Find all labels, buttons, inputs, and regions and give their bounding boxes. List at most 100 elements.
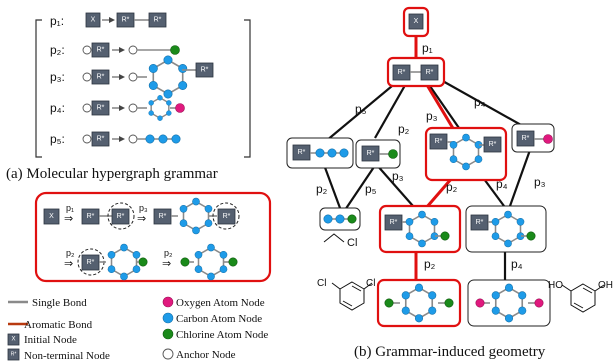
nonterminal-symbol: R* [398, 69, 406, 76]
rule-p5-label: p₅: [50, 132, 65, 146]
caption-b: (b) Grammar-induced geometry [354, 344, 546, 360]
nonterminal-symbol: R* [122, 17, 130, 24]
initial-node-icon [85, 12, 101, 28]
graph-node-initial: X [402, 6, 430, 38]
carbon-swatch [162, 312, 174, 324]
caption-a: (a) Molecular hypergraph grammar [6, 166, 218, 182]
graph-node-r-propyl: R* [286, 137, 354, 169]
edge-label-p3: p₃ [426, 109, 438, 123]
nonterminal-symbol: R* [367, 150, 375, 157]
graph-node-rr: R* R* [386, 56, 446, 88]
edge-label-p5: p₅ [355, 102, 367, 116]
edge-label-p3c: p₃ [534, 175, 546, 189]
initial-node-symbol: X [49, 213, 54, 220]
graph-node-r-o: R* [511, 123, 555, 153]
anchor-node [128, 134, 138, 144]
anchor-node [82, 103, 92, 113]
derivation-p2a-label: p₂ [66, 248, 75, 258]
legend-carbon: Carbon Atom Node [176, 313, 262, 325]
initial-node-symbol: X [11, 337, 15, 343]
svg-text:⇒: ⇒ [137, 213, 146, 225]
legend-single-bond: Single Bond [32, 297, 87, 309]
chlorine-atom-node [170, 45, 180, 55]
svg-text:⇒: ⇒ [162, 258, 171, 270]
nonterminal-symbol: R* [97, 136, 105, 143]
nonterminal-symbol: R* [426, 69, 434, 76]
initial-node-symbol: X [414, 18, 419, 25]
hydroxyl-label: HO [548, 280, 563, 291]
anchor-node [128, 45, 138, 55]
nonterminal-symbol: R* [87, 213, 95, 220]
nonterminal-node-icon [148, 12, 167, 28]
carbon-atom-node [158, 134, 168, 144]
oxygen-atom-node [175, 103, 185, 113]
rule-p2: p₂: R* [50, 42, 180, 58]
graph-node-dichlorobenzene [376, 278, 462, 328]
skeletal-resorcinol [561, 283, 605, 313]
derivation-p2b-label: p₂ [164, 248, 173, 258]
nonterminal-symbol: R* [117, 213, 125, 220]
nonterminal-symbol: R* [201, 67, 209, 74]
nonterminal-symbol: R* [97, 74, 105, 81]
chlorine-label: Cl [317, 278, 326, 289]
anchor-node [82, 72, 92, 82]
graph-node-r-ring-o: R* [465, 205, 547, 253]
initial-node-swatch-icon [7, 333, 20, 346]
nonterminal-symbol: R* [11, 352, 17, 358]
legend: Single Bond Aromatic Bond X Initial Node… [7, 296, 268, 362]
nonterminal-node-icon [91, 69, 110, 85]
nonterminal-symbol: R* [159, 213, 167, 220]
legend-nonterminal-node: Non-terminal Node [24, 350, 110, 362]
legend-chlorine: Chlorine Atom Node [176, 329, 268, 341]
geometry-graph: p₁ p₅ p₃ p₄ p₂ p₂ p₅ p₃ p₂ p₄ p₃ p₂ p₄ X… [286, 6, 613, 360]
nonterminal-node-icon [91, 100, 110, 116]
rule-p1: p₁: X R* R* [50, 12, 167, 28]
svg-text:⇒: ⇒ [64, 213, 73, 225]
edge-label-p2b: p₂ [316, 182, 328, 196]
chlorine-label: Cl [366, 278, 375, 289]
rule-p3: p₃: R* R* [50, 55, 214, 99]
rule-p2-label: p₂: [50, 43, 65, 57]
nonterminal-node-swatch-icon [7, 348, 20, 361]
legend-anchor: Anchor Node [176, 349, 236, 361]
grammar-panel: p₁: X R* R* p₂: R* p₃: R* [6, 12, 251, 182]
rule-p3-label: p₃: [50, 70, 65, 84]
svg-text:⇒: ⇒ [64, 258, 73, 270]
nonterminal-symbol: R* [97, 47, 105, 54]
carbon-atom-node [145, 134, 155, 144]
skeletal-dichlorobenzene [331, 281, 373, 311]
derivation-example: X p₁ ⇒ R* R* p₃ ⇒ R* R* p₂ ⇒ R* [34, 191, 272, 283]
nonterminal-symbol: R* [97, 105, 105, 112]
benzene-ring [148, 95, 172, 121]
derivation-p1-label: p₁ [66, 203, 74, 213]
nonterminal-node-icon [91, 131, 110, 147]
nonterminal-symbol: R* [476, 219, 484, 226]
legend-aromatic-bond: Aromatic Bond [24, 319, 93, 331]
graph-node-resorcinol [467, 279, 551, 327]
graph-node-propyl-chloride: Cl [319, 207, 361, 249]
nonterminal-symbol: R* [522, 135, 530, 142]
hydroxyl-label: OH [598, 280, 613, 291]
oxygen-swatch [162, 296, 174, 308]
edge-label-p4: p₄ [474, 95, 486, 109]
graph-node-r-ring-cl: R* [378, 204, 462, 254]
edge-label-p1: p₁ [422, 41, 433, 55]
derivation-p3-label: p₃ [139, 203, 148, 213]
initial-node-symbol: X [91, 17, 96, 24]
anchor-node [128, 72, 138, 82]
anchor-node [82, 134, 92, 144]
edge-label-p4b: p₄ [496, 177, 508, 191]
nonterminal-symbol: R* [489, 141, 497, 148]
nonterminal-symbol: R* [87, 259, 95, 266]
edge-label-p5b: p₅ [365, 182, 377, 196]
nonterminal-symbol: R* [435, 138, 443, 145]
edge-label-p4c: p₄ [511, 257, 523, 271]
anchor-node [82, 45, 92, 55]
graph-node-r-cl: R* [355, 139, 401, 169]
rule-p5: p₅: R* [50, 131, 181, 147]
anchor-node [128, 103, 138, 113]
anchor-swatch [162, 348, 174, 360]
chlorine-swatch [162, 328, 174, 340]
nonterminal-symbol: R* [390, 219, 398, 226]
